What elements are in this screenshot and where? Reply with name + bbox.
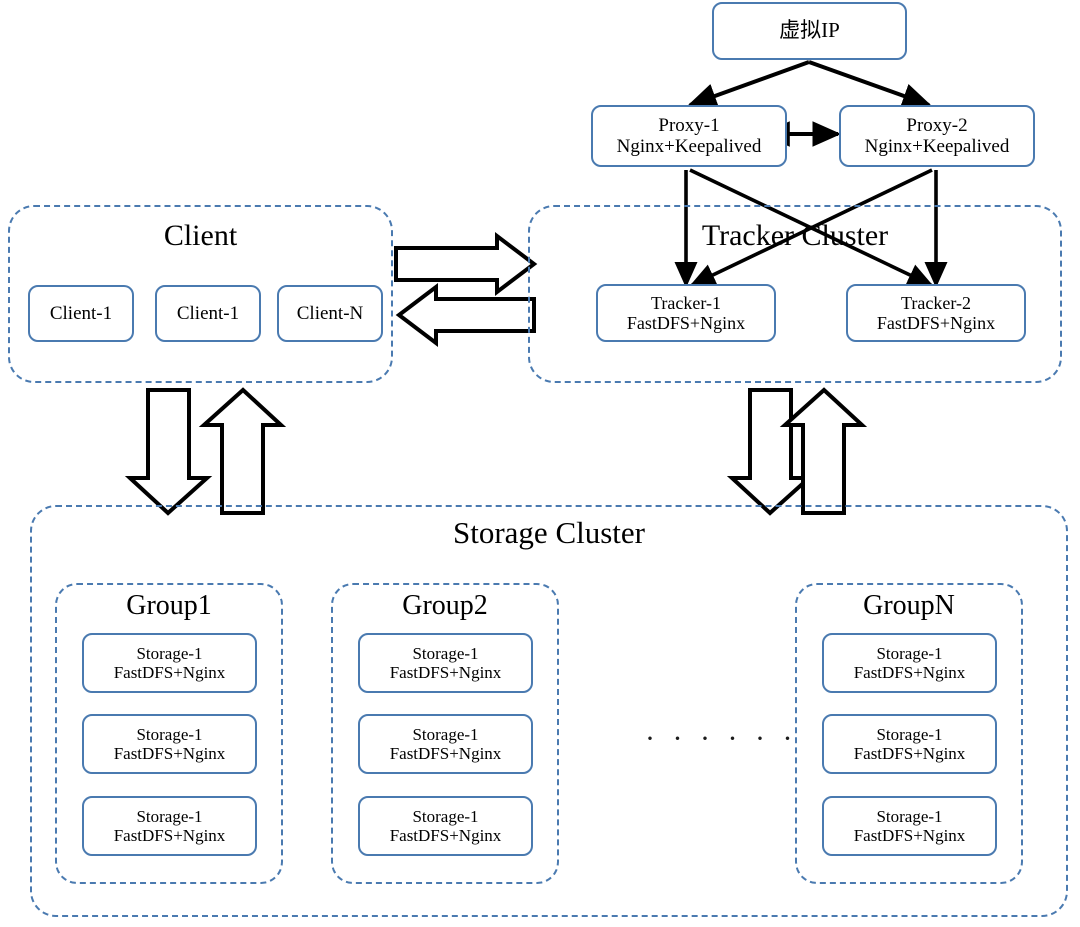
node-group-1-storage-1[interactable]: Storage-1 FastDFS+Nginx — [82, 633, 257, 693]
block-arrow-storage-to-client — [198, 387, 287, 515]
node-group-1-storage-3-line1: Storage-1 — [136, 806, 203, 826]
cluster-client-title: Client — [163, 219, 238, 252]
node-client-n[interactable]: Client-N — [277, 285, 383, 342]
arrow-vip-to-proxy-1 — [686, 60, 810, 109]
node-proxy-2[interactable]: Proxy-2 Nginx+Keepalived — [839, 105, 1035, 167]
node-group-1-storage-3-line2: FastDFS+Nginx — [113, 826, 226, 845]
node-client-1-label: Client-1 — [49, 302, 113, 324]
cluster-group-1[interactable] — [55, 583, 283, 884]
node-group-2-storage-1-line2: FastDFS+Nginx — [389, 663, 502, 682]
node-tracker-2[interactable]: Tracker-2 FastDFS+Nginx — [846, 284, 1026, 342]
node-group-1-storage-2-line2: FastDFS+Nginx — [113, 744, 226, 763]
block-arrow-client-to-tracker — [394, 231, 538, 297]
arrow-vip-to-proxy-2 — [808, 60, 933, 109]
cluster-group-2[interactable] — [331, 583, 559, 884]
block-arrow-storage-to-tracker — [779, 387, 868, 515]
node-group-1-storage-2[interactable]: Storage-1 FastDFS+Nginx — [82, 714, 257, 774]
node-tracker-1[interactable]: Tracker-1 FastDFS+Nginx — [596, 284, 776, 342]
node-client-n-label: Client-N — [296, 302, 364, 324]
node-tracker-2-line2: FastDFS+Nginx — [876, 313, 996, 333]
node-proxy-1[interactable]: Proxy-1 Nginx+Keepalived — [591, 105, 787, 167]
node-group-2-storage-3-line2: FastDFS+Nginx — [389, 826, 502, 845]
cluster-client[interactable] — [8, 205, 393, 383]
node-group-2-storage-2[interactable]: Storage-1 FastDFS+Nginx — [358, 714, 533, 774]
node-tracker-1-line2: FastDFS+Nginx — [626, 313, 746, 333]
cluster-group-n-title: GroupN — [863, 590, 955, 621]
node-group-n-storage-2[interactable]: Storage-1 FastDFS+Nginx — [822, 714, 997, 774]
node-group-n-storage-3-line1: Storage-1 — [876, 806, 943, 826]
node-group-2-storage-1[interactable]: Storage-1 FastDFS+Nginx — [358, 633, 533, 693]
node-client-2-label: Client-1 — [176, 302, 240, 324]
node-proxy-1-line2: Nginx+Keepalived — [616, 136, 762, 157]
node-group-1-storage-3[interactable]: Storage-1 FastDFS+Nginx — [82, 796, 257, 856]
node-virtual-ip-label: 虚拟IP — [779, 18, 840, 43]
cluster-storage-title: Storage Cluster — [453, 515, 645, 550]
node-group-n-storage-1-line2: FastDFS+Nginx — [853, 663, 966, 682]
node-client-2[interactable]: Client-1 — [155, 285, 261, 342]
node-group-1-storage-2-line1: Storage-1 — [136, 724, 203, 744]
block-arrow-tracker-to-storage — [726, 388, 815, 516]
node-proxy-2-line1: Proxy-2 — [906, 114, 968, 136]
node-group-1-storage-1-line1: Storage-1 — [136, 643, 203, 663]
node-group-n-storage-3-line2: FastDFS+Nginx — [853, 826, 966, 845]
node-group-1-storage-1-line2: FastDFS+Nginx — [113, 663, 226, 682]
cluster-group-n[interactable] — [795, 583, 1023, 884]
cluster-group-2-title: Group2 — [402, 590, 488, 621]
node-tracker-2-line1: Tracker-2 — [901, 292, 971, 313]
cluster-group-1-title: Group1 — [126, 590, 212, 621]
node-group-n-storage-1[interactable]: Storage-1 FastDFS+Nginx — [822, 633, 997, 693]
block-arrow-tracker-to-client — [395, 282, 536, 348]
node-group-2-storage-2-line2: FastDFS+Nginx — [389, 744, 502, 763]
node-client-1[interactable]: Client-1 — [28, 285, 134, 342]
cluster-storage[interactable] — [30, 505, 1068, 917]
node-virtual-ip[interactable]: 虚拟IP — [712, 2, 907, 60]
node-proxy-2-line2: Nginx+Keepalived — [864, 136, 1010, 157]
block-arrow-client-to-storage — [124, 388, 213, 516]
node-proxy-1-line1: Proxy-1 — [658, 114, 720, 136]
node-group-n-storage-1-line1: Storage-1 — [876, 643, 943, 663]
node-tracker-1-line1: Tracker-1 — [651, 292, 721, 313]
node-group-n-storage-2-line2: FastDFS+Nginx — [853, 744, 966, 763]
node-group-n-storage-3[interactable]: Storage-1 FastDFS+Nginx — [822, 796, 997, 856]
node-group-2-storage-3-line1: Storage-1 — [412, 806, 479, 826]
node-group-n-storage-2-line1: Storage-1 — [876, 724, 943, 744]
cluster-tracker-title: Tracker Cluster — [701, 219, 889, 252]
node-group-2-storage-3[interactable]: Storage-1 FastDFS+Nginx — [358, 796, 533, 856]
groups-ellipsis: · · · · · · — [645, 722, 798, 755]
node-group-2-storage-2-line1: Storage-1 — [412, 724, 479, 744]
node-group-2-storage-1-line1: Storage-1 — [412, 643, 479, 663]
